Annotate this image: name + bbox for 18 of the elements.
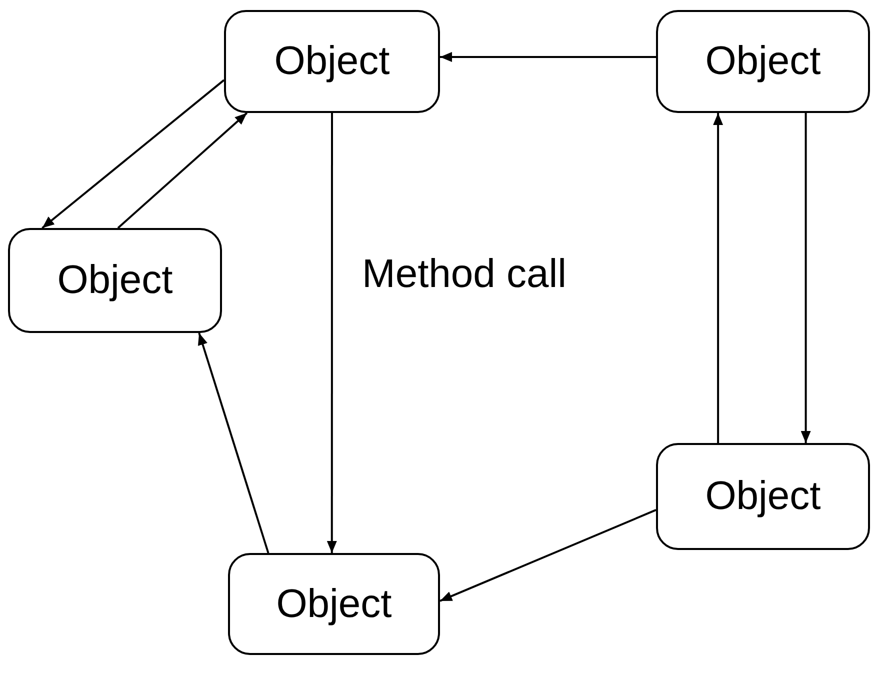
arrow: [198, 332, 270, 554]
node-label: Object: [274, 39, 390, 84]
arrow: [800, 113, 811, 443]
node-label: Object: [276, 582, 392, 626]
object-box: [228, 553, 440, 655]
arrow: [440, 509, 656, 602]
node-label: Object: [705, 474, 821, 519]
node-label: Object: [57, 258, 173, 303]
node-label: Object: [705, 39, 821, 84]
arrow: [117, 112, 248, 229]
object-box: [8, 228, 222, 333]
object-box: [656, 443, 870, 550]
arrow: [440, 52, 656, 62]
object-box: [656, 10, 870, 113]
arrow: [326, 113, 337, 553]
object-box: [224, 10, 440, 113]
arrow: [42, 79, 225, 229]
arrow: [713, 113, 724, 443]
